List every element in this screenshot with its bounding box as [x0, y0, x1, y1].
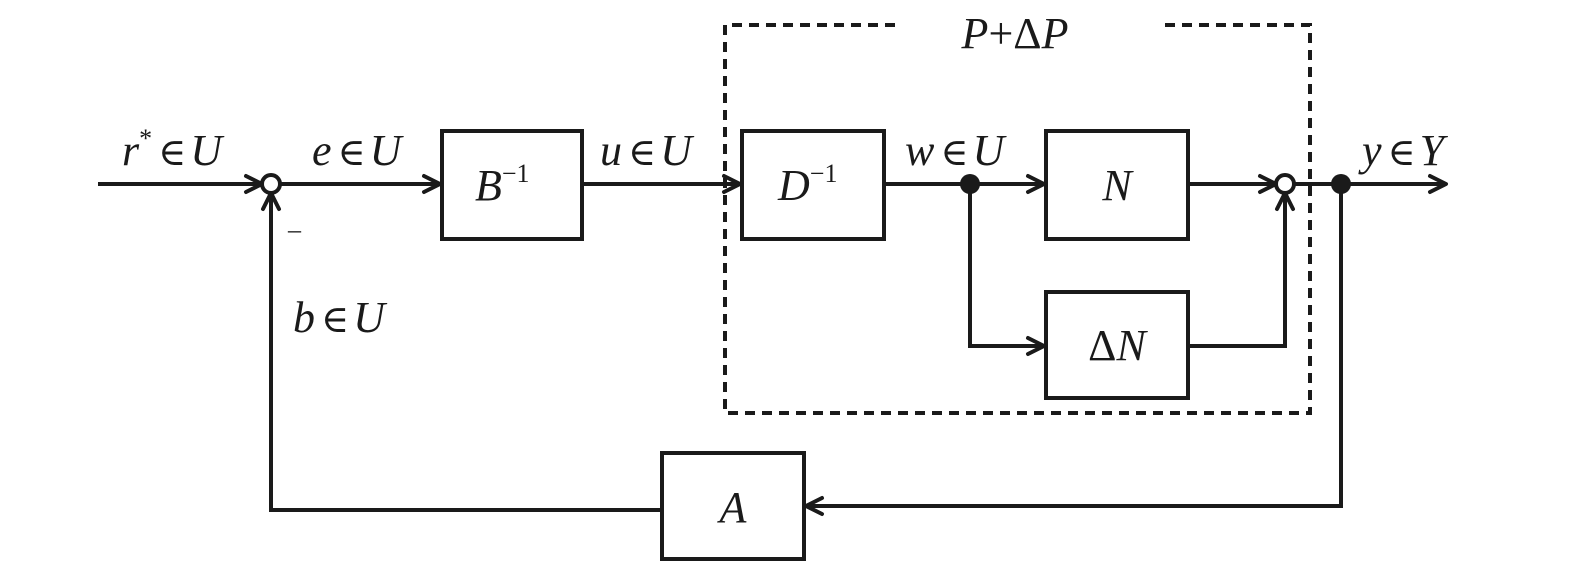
block-delta-n-label: ΔN [1088, 321, 1148, 370]
signal-label-b: b∈U [293, 293, 388, 342]
signal-label-w: w∈U [905, 126, 1008, 175]
plant-region-label: P+ΔP [961, 9, 1069, 58]
arrowhead-b [261, 191, 281, 211]
delta-n-output-line [1188, 193, 1287, 348]
signal-label-y: y∈Y [1358, 126, 1449, 175]
branch-line-to-delta-n [968, 184, 1044, 348]
block-d-inverse [740, 129, 886, 241]
summing-junction-output [1274, 173, 1296, 195]
block-n [1044, 129, 1190, 241]
signal-label-u: u∈U [600, 126, 695, 175]
arrowhead-y [1428, 174, 1448, 194]
signal-label-r-star: r*∈U [122, 124, 225, 175]
feedback-line-b [269, 193, 662, 512]
plant-region-boundary [723, 23, 1312, 415]
feedback-line-to-a [806, 184, 1343, 508]
block-b-inverse-label: B−1 [475, 159, 530, 210]
signal-label-e: e∈U [312, 126, 405, 175]
block-a [660, 451, 806, 561]
feedback-minus-sign: – [287, 215, 302, 244]
block-n-label: N [1101, 161, 1134, 210]
block-d-inverse-label: D−1 [777, 159, 837, 210]
summing-junction-input [260, 173, 282, 195]
block-a-label: A [717, 483, 748, 532]
block-delta-n [1044, 290, 1190, 400]
